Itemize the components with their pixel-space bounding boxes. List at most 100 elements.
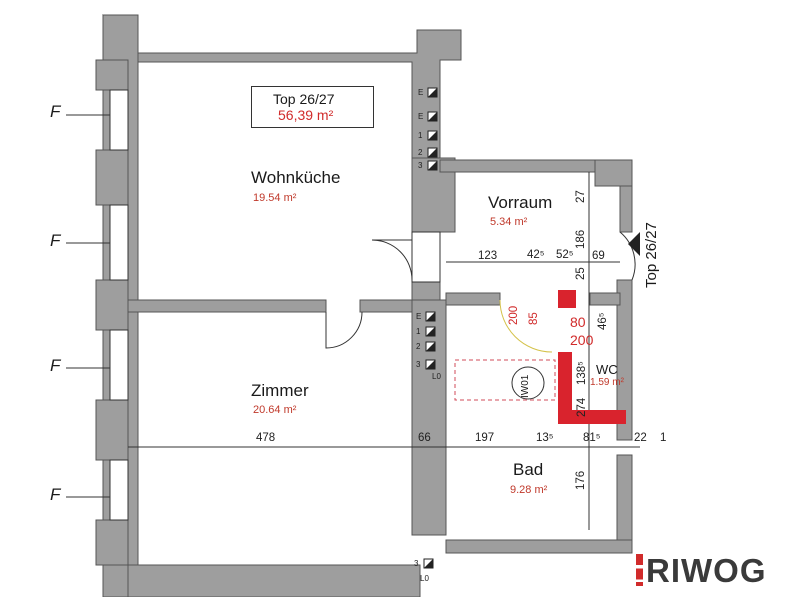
window-pillar-4 bbox=[95, 399, 129, 461]
symbol-fill-0 bbox=[428, 88, 437, 97]
symbol-fill-1 bbox=[428, 112, 437, 121]
window-label-1: F bbox=[50, 102, 61, 121]
bottom-wall-right bbox=[445, 539, 633, 554]
unit-total-area: 56,39 m² bbox=[278, 107, 334, 123]
window-pillar-5 bbox=[95, 519, 129, 566]
dim-135: 13⁵ bbox=[536, 432, 554, 444]
right-wall-bottom bbox=[616, 454, 633, 541]
center-wall-lower bbox=[411, 299, 447, 536]
kitchen-bottom-wall bbox=[127, 299, 327, 313]
windows bbox=[109, 89, 129, 521]
dashed-outlines bbox=[454, 359, 556, 401]
symbol-label-l0b: L0 bbox=[420, 574, 429, 583]
door-zimmer-swing bbox=[325, 311, 363, 349]
vorraum-bottom-wall bbox=[445, 292, 501, 306]
room-name-bad: Bad bbox=[513, 460, 544, 479]
dim-197: 197 bbox=[475, 432, 495, 444]
dashed-bath-area bbox=[454, 359, 556, 401]
room-name-wohnkueche: Wohnküche bbox=[251, 168, 341, 187]
dim-478: 478 bbox=[256, 432, 276, 444]
symbol-fill-7 bbox=[426, 342, 435, 351]
window-1 bbox=[109, 89, 129, 151]
room-area-zimmer: 20.64 m² bbox=[253, 404, 297, 416]
symbol-label-2: 2 bbox=[418, 148, 423, 157]
unit-title-box bbox=[251, 86, 374, 128]
dim-525: 52⁵ bbox=[556, 249, 574, 261]
symbol-label-1: 1 bbox=[418, 131, 423, 140]
dim-80: 80 bbox=[570, 314, 586, 330]
dim-274: 274 bbox=[576, 397, 588, 417]
room-name-zimmer: Zimmer bbox=[251, 381, 309, 400]
wc-red-walls bbox=[558, 290, 626, 424]
wc-red-bottom bbox=[558, 410, 626, 424]
dim-1: 1 bbox=[660, 432, 667, 444]
symbol-label-3: 3 bbox=[418, 161, 423, 170]
wc-red-top bbox=[558, 290, 576, 308]
iw-marker bbox=[511, 366, 545, 400]
symbol-fill-5 bbox=[426, 312, 435, 321]
room-area-wc: 1.59 m² bbox=[590, 377, 624, 388]
entrance-label: Top 26/27 bbox=[643, 222, 660, 288]
iw-label: IW01 bbox=[520, 374, 531, 398]
symbol-fill-2 bbox=[428, 131, 437, 140]
symbol-label-e1: E bbox=[418, 88, 424, 97]
room-area-bad: 9.28 m² bbox=[510, 484, 548, 496]
dim-1385: 138⁵ bbox=[576, 361, 588, 385]
window-pillar-3 bbox=[95, 279, 129, 331]
dim-85: 85 bbox=[528, 312, 540, 325]
vorraum-bottom-wall-2 bbox=[589, 292, 621, 306]
room-area-wohnkueche: 19.54 m² bbox=[253, 192, 297, 204]
dim-22: 22 bbox=[634, 432, 647, 444]
dim-27: 27 bbox=[575, 190, 587, 203]
room-name-wc: WC bbox=[596, 362, 618, 377]
window-4 bbox=[109, 459, 129, 521]
dim-25: 25 bbox=[575, 267, 587, 280]
symbol-label-3b: 3 bbox=[416, 360, 421, 369]
dim-186: 186 bbox=[575, 229, 587, 249]
dimension-lines bbox=[128, 172, 640, 530]
symbol-label-l0: L0 bbox=[432, 372, 441, 381]
dim-200a: 200 bbox=[508, 305, 520, 325]
entrance-arrow bbox=[628, 232, 640, 256]
right-wall bbox=[619, 185, 633, 233]
vorraum-top-wall bbox=[439, 159, 596, 173]
window-3 bbox=[109, 329, 129, 401]
window-pillar-1 bbox=[95, 59, 129, 91]
window-label-4: F bbox=[50, 485, 61, 504]
dim-176: 176 bbox=[575, 470, 587, 490]
symbol-label-1b: 1 bbox=[416, 327, 421, 336]
door-kitchen-swing bbox=[371, 239, 413, 281]
window-pillar-2 bbox=[95, 149, 129, 206]
right-top-wall bbox=[594, 159, 633, 187]
right-wall-lower bbox=[616, 279, 633, 441]
symbol-label-e2: E bbox=[418, 112, 424, 121]
dim-123: 123 bbox=[478, 250, 498, 262]
riwog-logo: RIWOG bbox=[636, 552, 766, 590]
window-leaders bbox=[66, 114, 110, 498]
logo-text: RIWOG bbox=[646, 552, 767, 589]
room-name-vorraum: Vorraum bbox=[488, 193, 553, 212]
door-vorraum-bad bbox=[499, 299, 553, 353]
dim-200b: 200 bbox=[570, 332, 594, 348]
dim-815: 81⁵ bbox=[583, 432, 601, 444]
dim-425: 42⁵ bbox=[527, 249, 545, 261]
unit-title: Top 26/27 bbox=[273, 91, 335, 107]
dim-69: 69 bbox=[592, 250, 605, 262]
symbol-label-e3: E bbox=[416, 312, 422, 321]
window-label-3: F bbox=[50, 356, 61, 375]
door-kitchen-frame bbox=[411, 231, 441, 283]
symbol-fill-8 bbox=[426, 360, 435, 369]
window-label-2: F bbox=[50, 231, 61, 250]
window-2 bbox=[109, 204, 129, 281]
bottom-wall bbox=[127, 564, 421, 597]
dim-66: 66 bbox=[418, 432, 431, 444]
dim-465: 46⁵ bbox=[597, 312, 609, 330]
door-entrance bbox=[619, 231, 636, 281]
wc-red-left bbox=[558, 352, 572, 422]
symbol-label-3c: 3 bbox=[414, 559, 419, 568]
symbol-fill-3 bbox=[428, 148, 437, 157]
symbol-fill-6 bbox=[426, 327, 435, 336]
symbol-label-2b: 2 bbox=[416, 342, 421, 351]
symbol-fill-4 bbox=[428, 161, 437, 170]
